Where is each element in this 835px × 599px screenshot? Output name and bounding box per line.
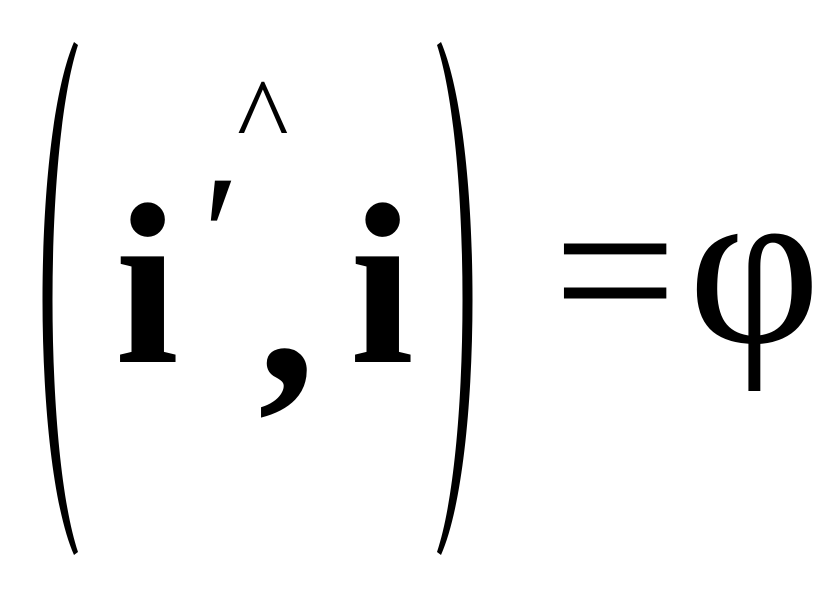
comma-separator: , [258,177,316,432]
equals-sign: = [553,148,678,392]
left-parenthesis [42,42,78,555]
phi-symbol: φ [688,137,821,392]
right-parenthesis [437,42,473,555]
prime-mark: ′ [192,141,230,329]
vector-i-second: i [350,157,414,412]
vector-i-first: i [115,157,179,412]
hat-operator: ^ [237,56,289,178]
